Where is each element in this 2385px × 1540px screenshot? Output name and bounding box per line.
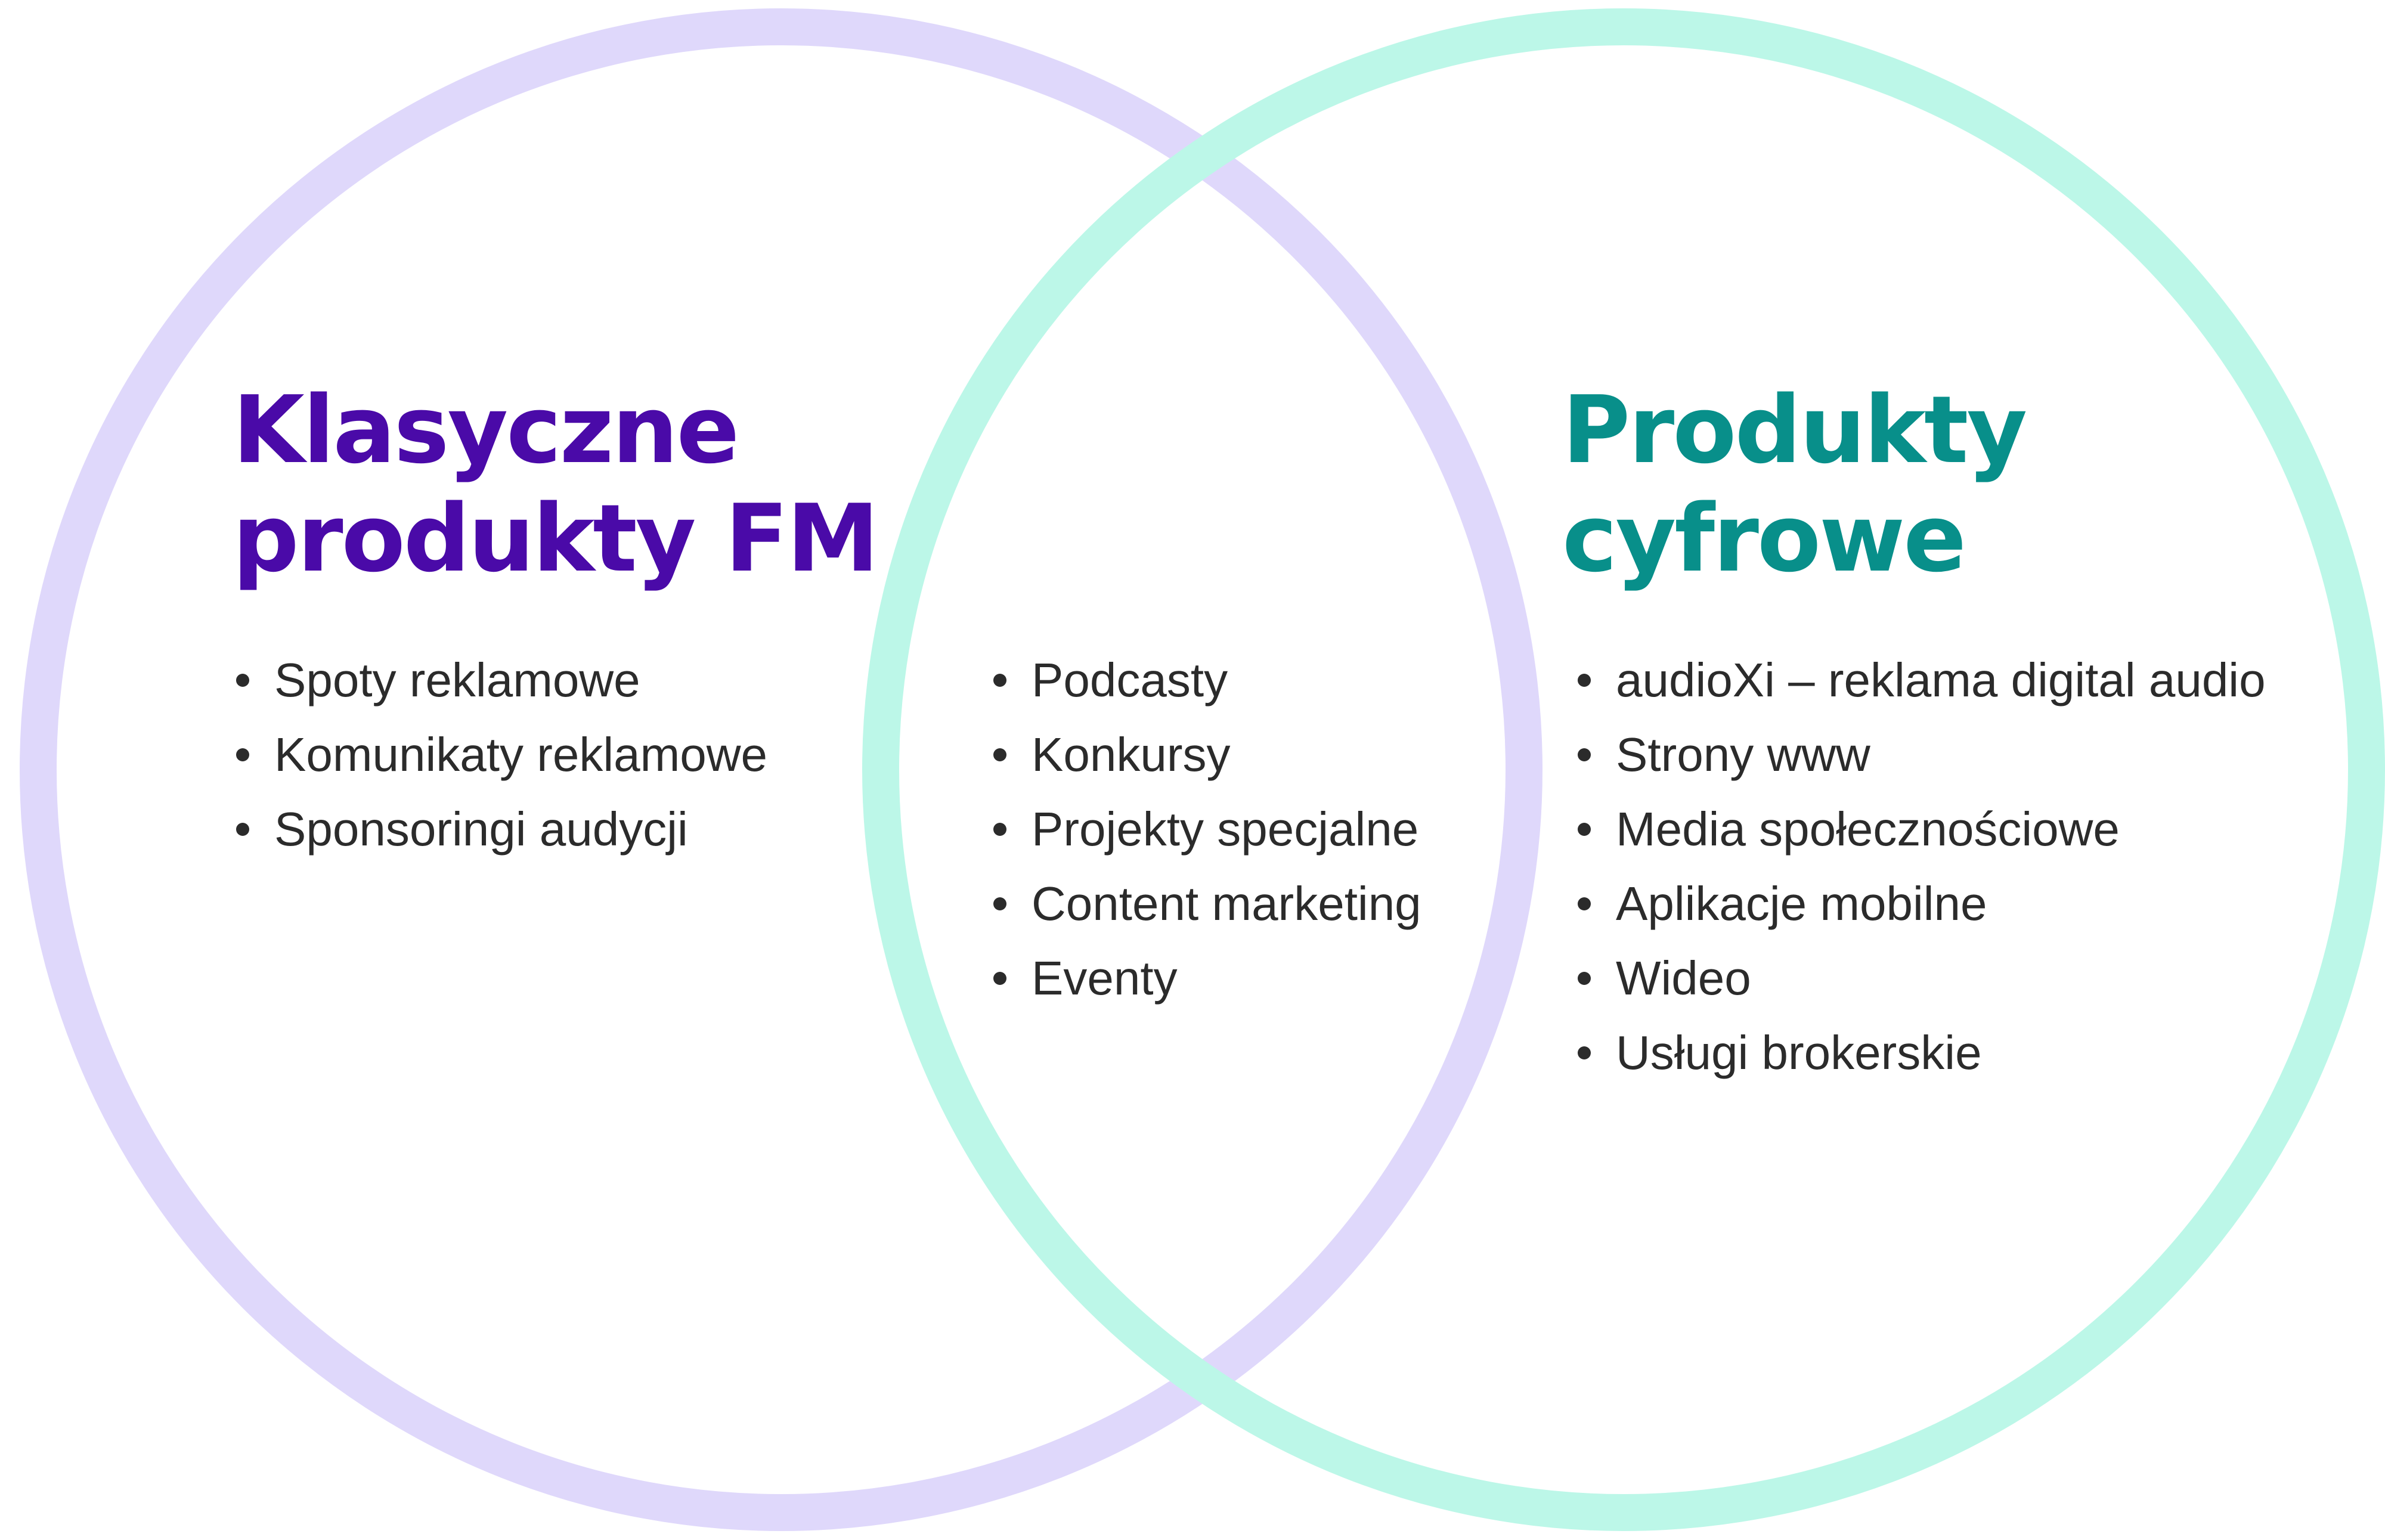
list-item: audioXi – reklama digital audio: [1574, 643, 2266, 717]
overlap-items: Podcasty Konkursy Projekty specjalne Con…: [990, 643, 1421, 1015]
left-set-title: Klasyczne produkty FM: [233, 376, 879, 593]
right-circle: [862, 8, 2385, 1531]
list-item: Podcasty: [990, 643, 1421, 717]
list-item: Komunikaty reklamowe: [233, 717, 767, 792]
list-item: Usługi brokerskie: [1574, 1015, 2266, 1090]
right-set-items: audioXi – reklama digital audio Strony w…: [1574, 643, 2266, 1090]
list-item: Wideo: [1574, 941, 2266, 1015]
list-item: Eventy: [990, 941, 1421, 1015]
right-set-title-line-1: Produkty: [1562, 376, 2027, 484]
list-item: Media społecznościowe: [1574, 792, 2266, 866]
left-set-title-line-1: Klasyczne: [233, 376, 739, 484]
list-item: Content marketing: [990, 866, 1421, 941]
list-item: Projekty specjalne: [990, 792, 1421, 866]
list-item: Spoty reklamowe: [233, 643, 767, 717]
right-set-title: Produkty cyfrowe: [1562, 376, 2027, 593]
list-item: Strony www: [1574, 717, 2266, 792]
list-item: Konkursy: [990, 717, 1421, 792]
left-set-items: Spoty reklamowe Komunikaty reklamowe Spo…: [233, 643, 767, 866]
left-set-title-line-2: produkty FM: [233, 484, 879, 593]
right-set-title-line-2: cyfrowe: [1562, 484, 1966, 593]
list-item: Sponsoringi audycji: [233, 792, 767, 866]
list-item: Aplikacje mobilne: [1574, 866, 2266, 941]
left-circle: [20, 8, 1542, 1531]
